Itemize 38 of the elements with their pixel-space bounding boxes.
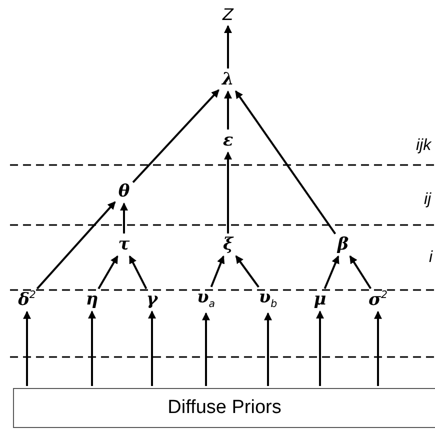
arrow bbox=[234, 90, 336, 234]
arrow bbox=[148, 310, 156, 386]
variable-symbol: γ bbox=[144, 290, 160, 310]
arrow bbox=[120, 202, 128, 234]
arrow bbox=[132, 89, 220, 183]
variable-symbol: λ bbox=[220, 70, 236, 90]
variable-symbol: μ bbox=[312, 290, 328, 310]
arrow bbox=[374, 310, 382, 386]
variable-symbol: δ$^{2}$ bbox=[16, 290, 38, 310]
variable-symbol: σ$^{2}$ bbox=[366, 290, 390, 310]
arrow bbox=[224, 25, 232, 68]
arrow bbox=[98, 255, 118, 290]
variable-symbol: ξ bbox=[220, 236, 236, 254]
variable-symbol: ε bbox=[220, 132, 236, 150]
arrow bbox=[202, 312, 210, 386]
arrow bbox=[324, 255, 340, 290]
arrow bbox=[235, 255, 260, 288]
variable-symbol: υ$_{a}$ bbox=[194, 288, 218, 312]
arrow bbox=[23, 310, 31, 386]
level-label: ij bbox=[424, 191, 432, 209]
variable-symbol: θ bbox=[116, 182, 132, 202]
arrow bbox=[128, 255, 148, 290]
level-label: i bbox=[429, 249, 433, 267]
level-label: ijk bbox=[416, 137, 432, 155]
arrow bbox=[224, 90, 232, 130]
variable-symbol: υ$_{b}$ bbox=[256, 288, 280, 312]
variable-symbol: η bbox=[84, 290, 100, 310]
priors-box: Diffuse Priors bbox=[13, 388, 435, 428]
arrow bbox=[224, 152, 232, 234]
arrow bbox=[264, 312, 272, 386]
variable-symbol: β bbox=[335, 236, 351, 254]
variable-symbol: Z bbox=[220, 6, 236, 24]
arrow bbox=[349, 255, 372, 290]
variable-symbol: τ bbox=[116, 236, 132, 254]
arrow bbox=[36, 201, 116, 290]
arrow bbox=[316, 310, 324, 386]
arrow bbox=[88, 310, 96, 386]
arrow bbox=[210, 255, 225, 288]
